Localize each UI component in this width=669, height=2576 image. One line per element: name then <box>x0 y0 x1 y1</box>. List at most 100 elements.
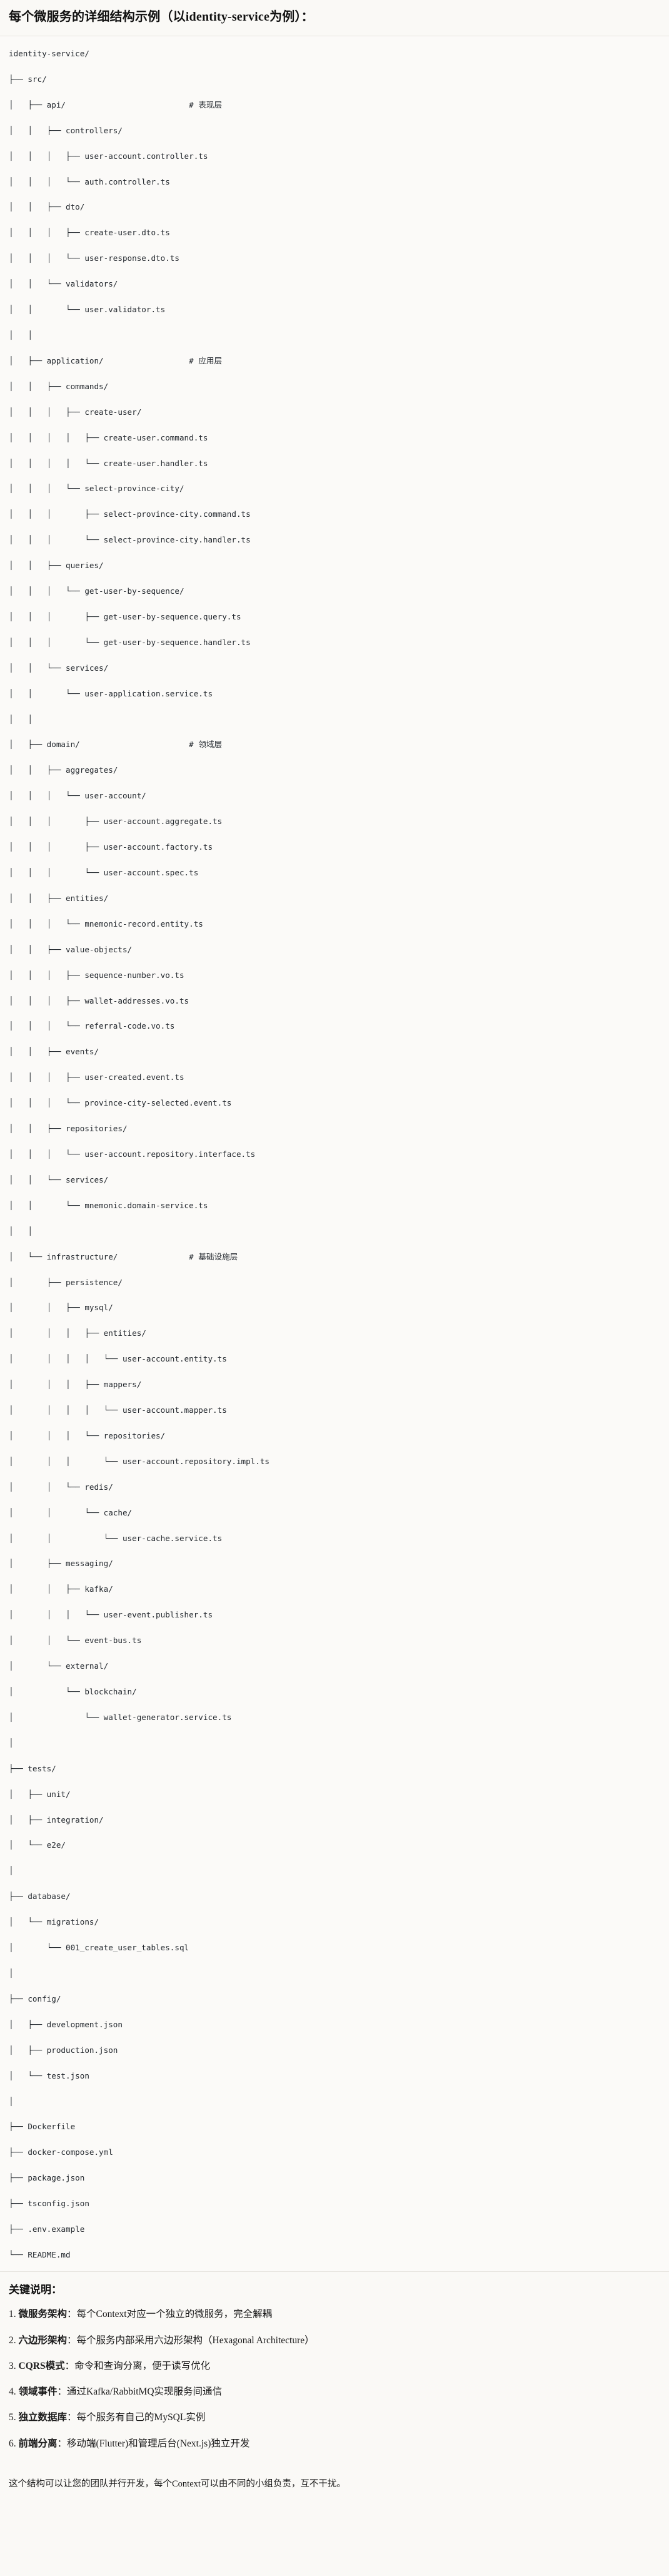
key-note-number: 1. <box>9 2309 19 2320</box>
tree-line: │ │ │ └── referral-code.vo.ts <box>9 1021 175 1031</box>
tree-line: │ ├── persistence/ <box>9 1277 123 1287</box>
tree-line: │ │ │ ├── create-user/ <box>9 407 142 417</box>
tree-line: │ │ │ └── user-event.publisher.ts <box>9 1610 213 1620</box>
tree-line: │ │ ├── queries/ <box>9 561 104 571</box>
tree-line: │ │ └── user-cache.service.ts <box>9 1533 223 1543</box>
tree-line: │ └── infrastructure/ # 基础设施层 <box>9 1251 238 1261</box>
directory-tree-block: identity-service/ ├── src/ │ ├── api/ # … <box>0 36 669 2272</box>
tree-line: │ │ ├── events/ <box>9 1047 99 1057</box>
key-note-term: 独立数据库 <box>18 2412 68 2423</box>
tree-line: │ │ ├── aggregates/ <box>9 765 118 775</box>
tree-line: │ ├── application/ # 应用层 <box>9 355 223 365</box>
key-notes-list: 1. 微服务架构：每个Context对应一个独立的微服务，完全解耦 2. 六边形架… <box>9 2307 660 2451</box>
tree-line: │ │ │ ├── wallet-addresses.vo.ts <box>9 995 189 1005</box>
tree-line: │ │ │ ├── select-province-city.command.t… <box>9 509 251 519</box>
tree-line: │ │ └── event-bus.ts <box>9 1636 142 1646</box>
tree-line: │ └── external/ <box>9 1661 109 1671</box>
tree-line: │ ├── api/ # 表现层 <box>9 99 223 109</box>
tree-line: │ │ │ └── auth.controller.ts <box>9 176 170 186</box>
tree-line: │ │ │ └── repositories/ <box>9 1430 166 1440</box>
tree-line: │ └── blockchain/ <box>9 1687 137 1696</box>
tree-line: │ │ └── user.validator.ts <box>9 305 166 315</box>
tree-line: ├── tsconfig.json <box>9 2199 89 2209</box>
key-note-number: 6. <box>9 2438 19 2449</box>
page-title: 每个微服务的详细结构示例（以identity-service为例）： <box>9 10 314 24</box>
tree-line: ├── tests/ <box>9 1763 56 1773</box>
tree-line: │ └── test.json <box>9 2070 89 2080</box>
tree-line: │ <box>9 2096 14 2106</box>
tree-line: │ │ <box>9 1226 33 1236</box>
key-note-term: 前端分离 <box>18 2438 58 2449</box>
key-note-description: 命令和查询分离，便于读写优化 <box>74 2360 211 2371</box>
tree-line: ├── config/ <box>9 1993 61 2003</box>
tree-line: │ │ │ └── user-account.repository.impl.t… <box>9 1456 270 1466</box>
tree-line-comment: # 表现层 <box>189 99 223 109</box>
tree-line: │ └── 001_create_user_tables.sql <box>9 1943 189 1953</box>
key-note-term: CQRS模式 <box>18 2360 65 2371</box>
tree-line: │ │ │ ├── get-user-by-sequence.query.ts <box>9 611 241 621</box>
key-note-separator: ： <box>67 2309 77 2320</box>
key-note-description: 通过Kafka/RabbitMQ实现服务间通信 <box>67 2386 223 2398</box>
tree-line: │ │ <box>9 714 33 724</box>
key-note-separator: ： <box>57 2386 68 2398</box>
tree-line: │ │ │ └── user-account.repository.interf… <box>9 1149 256 1159</box>
tree-line: ├── src/ <box>9 74 47 84</box>
key-notes-section: 关键说明： 1. 微服务架构：每个Context对应一个独立的微服务，完全解耦 2… <box>0 2271 669 2456</box>
tree-line: │ │ │ └── user-account/ <box>9 791 146 801</box>
tree-line: │ │ │ └── user-response.dto.ts <box>9 253 179 263</box>
tree-line: │ ├── integration/ <box>9 1815 104 1825</box>
key-note-item: 2. 六边形架构：每个服务内部采用六边形架构（Hexagonal Archite… <box>9 2333 660 2348</box>
tree-line: │ │ │ ├── user-account.factory.ts <box>9 842 213 852</box>
key-note-item: 5. 独立数据库：每个服务有自己的MySQL实例 <box>9 2410 660 2425</box>
tree-line: │ ├── development.json <box>9 2019 123 2029</box>
tree-line: │ └── migrations/ <box>9 1917 99 1927</box>
tree-line: │ │ │ └── get-user-by-sequence/ <box>9 586 184 596</box>
key-note-number: 2. <box>9 2334 19 2346</box>
tree-line: │ │ │ └── province-city-selected.event.t… <box>9 1098 232 1108</box>
tree-line: │ │ │ └── select-province-city/ <box>9 484 184 494</box>
tree-line: │ │ ├── kafka/ <box>9 1584 113 1594</box>
tree-line: ├── .env.example <box>9 2224 85 2234</box>
tree-line: │ │ │ └── user-account.spec.ts <box>9 868 199 877</box>
directory-tree-lines: identity-service/ ├── src/ │ ├── api/ # … <box>9 48 660 2261</box>
key-note-description: 每个服务有自己的MySQL实例 <box>76 2412 206 2423</box>
key-note-item: 1. 微服务架构：每个Context对应一个独立的微服务，完全解耦 <box>9 2307 660 2321</box>
tree-line: │ │ └── cache/ <box>9 1507 133 1517</box>
tree-line: │ │ │ │ └── user-account.mapper.ts <box>9 1405 227 1415</box>
tree-line: │ │ │ └── select-province-city.handler.t… <box>9 535 251 545</box>
tree-line: │ ├── production.json <box>9 2045 118 2055</box>
tree-line: │ │ │ ├── user-account.controller.ts <box>9 151 208 161</box>
directory-tree: identity-service/ ├── src/ │ ├── api/ # … <box>9 48 660 2261</box>
key-note-number: 5. <box>9 2412 19 2423</box>
tree-line: │ │ └── services/ <box>9 663 109 673</box>
tree-line: │ │ │ ├── user-account.aggregate.ts <box>9 817 223 827</box>
key-note-number: 4. <box>9 2386 19 2398</box>
key-note-description: 每个服务内部采用六边形架构（Hexagonal Architecture） <box>76 2334 314 2346</box>
key-notes-title: 关键说明： <box>9 2284 62 2296</box>
tree-line: │ ├── unit/ <box>9 1789 71 1799</box>
tree-line: │ ├── messaging/ <box>9 1559 113 1569</box>
tree-line-comment: # 领域层 <box>189 740 223 750</box>
tree-line: │ │ ├── mysql/ <box>9 1303 113 1313</box>
tree-line: │ │ ├── controllers/ <box>9 125 123 135</box>
key-note-separator: ： <box>67 2334 77 2346</box>
tree-line: │ │ └── mnemonic.domain-service.ts <box>9 1200 208 1210</box>
closing-paragraph: 这个结构可以让您的团队并行开发，每个Context可以由不同的小组负责，互不干扰… <box>0 2465 669 2503</box>
key-note-term: 六边形架构 <box>18 2334 68 2346</box>
tree-line: │ │ └── user-application.service.ts <box>9 688 213 698</box>
tree-line: │ │ │ │ └── user-account.entity.ts <box>9 1354 227 1364</box>
tree-line-comment: # 基础设施层 <box>189 1251 238 1261</box>
tree-line: ├── Dockerfile <box>9 2122 76 2132</box>
document-header: 每个微服务的详细结构示例（以identity-service为例）： <box>0 0 669 36</box>
tree-line: │ │ <box>9 330 33 340</box>
key-note-separator: ： <box>67 2412 77 2423</box>
tree-line: │ │ │ └── get-user-by-sequence.handler.t… <box>9 637 251 647</box>
tree-line: │ │ ├── repositories/ <box>9 1124 128 1134</box>
tree-line: │ │ └── validators/ <box>9 279 118 289</box>
key-note-separator: ： <box>64 2360 75 2371</box>
tree-line: identity-service/ <box>9 49 89 58</box>
tree-line: │ │ ├── entities/ <box>9 893 109 903</box>
tree-line: │ <box>9 1738 14 1748</box>
key-note-number: 3. <box>9 2360 19 2371</box>
tree-line: │ │ └── redis/ <box>9 1482 113 1492</box>
